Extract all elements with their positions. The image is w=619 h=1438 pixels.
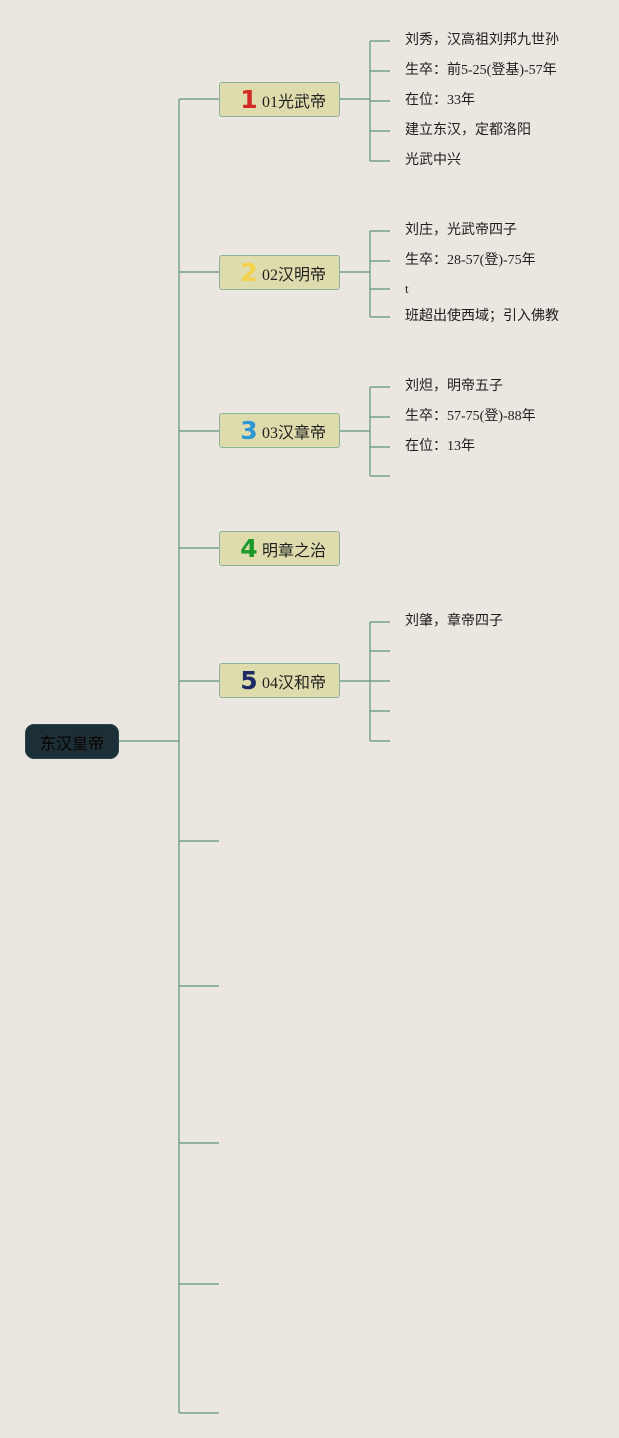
leaf-text: 在位：33年 [405, 93, 475, 108]
branch-label: 04汉和帝 [262, 674, 327, 692]
leaf-text: t [405, 281, 409, 296]
leaf-text: 生卒：57-75(登)-88年 [405, 409, 536, 424]
branch-node-mingzhang[interactable]: 4 明章之治 [219, 531, 340, 566]
root-label: 东汉皇帝 [39, 733, 104, 753]
branch-label: 明章之治 [262, 542, 327, 560]
number-icon-2: 2 [240, 258, 258, 287]
branch-label: 01光武帝 [262, 93, 327, 111]
leaf-text: 生卒：前5-25(登基)-57年 [405, 63, 557, 78]
branch-node-he[interactable]: 5 04汉和帝 [219, 663, 340, 698]
root-node[interactable]: 东汉皇帝 [25, 724, 119, 759]
leaf-text: 刘肇，章帝四子 [405, 614, 503, 629]
number-icon-3: 3 [240, 416, 258, 445]
leaf-text: 刘炟，明帝五子 [405, 379, 503, 394]
leaf-text: 在位：13年 [405, 439, 475, 454]
leaf-text: 建立东汉，定都洛阳 [405, 123, 531, 138]
number-icon-1: 1 [240, 85, 258, 114]
number-icon-5: 5 [240, 666, 258, 695]
leaf-text: 班超出使西域；引入佛教 [405, 309, 559, 324]
leaf-text: 刘庄，光武帝四子 [405, 223, 517, 238]
branch-node-ming[interactable]: 2 02汉明帝 [219, 255, 340, 290]
branch-label: 02汉明帝 [262, 266, 327, 284]
branch-node-zhang[interactable]: 3 03汉章帝 [219, 413, 340, 448]
leaf-text: 刘秀，汉高祖刘邦九世孙 [405, 33, 559, 48]
leaf-text: 生卒：28-57(登)-75年 [405, 253, 536, 268]
leaf-text: 光武中兴 [405, 153, 461, 168]
number-icon-4: 4 [240, 534, 258, 563]
branch-label: 03汉章帝 [262, 424, 327, 442]
branch-node-guangwu[interactable]: 1 01光武帝 [219, 82, 340, 117]
